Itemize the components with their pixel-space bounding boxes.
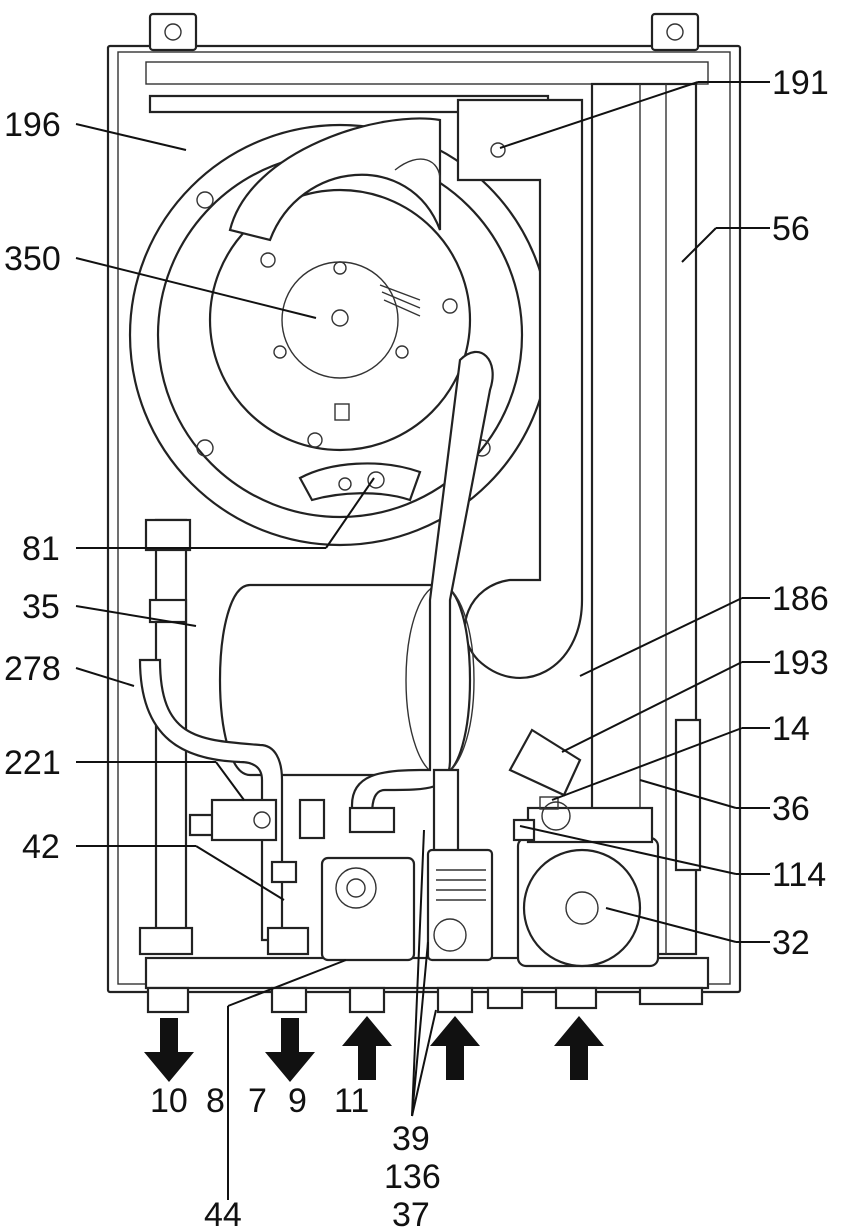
label-14: 14	[772, 710, 810, 748]
bottom-connectors	[146, 986, 704, 1014]
flow-arrows	[144, 1016, 604, 1082]
arrow-down-9	[265, 1018, 315, 1082]
label-39: 39	[392, 1120, 430, 1158]
label-42: 42	[22, 828, 60, 866]
label-193: 193	[772, 644, 829, 682]
valves	[138, 798, 396, 956]
label-32: 32	[772, 924, 810, 962]
label-191: 191	[772, 64, 829, 102]
label-196: 196	[4, 106, 61, 144]
label-81: 81	[22, 530, 60, 568]
label-35: 35	[22, 588, 60, 626]
label-350: 350	[4, 240, 61, 278]
label-221: 221	[4, 744, 61, 782]
label-186: 186	[772, 580, 829, 618]
arrow-down-10	[144, 1018, 194, 1082]
label-56: 56	[772, 210, 810, 248]
label-9: 9	[288, 1082, 307, 1120]
arrow-up-11	[342, 1016, 392, 1080]
number-labels: 196 350 81 35 278 221 42 191 56 186 193 …	[4, 64, 829, 1231]
label-8: 8	[206, 1082, 225, 1120]
heat-exchanger-assembly	[128, 94, 552, 547]
label-10: 10	[150, 1082, 188, 1120]
label-7: 7	[248, 1082, 267, 1120]
label-114: 114	[772, 856, 826, 894]
arrow-up-37	[430, 1016, 480, 1080]
label-136: 136	[384, 1158, 441, 1196]
leader-lines	[75, 81, 770, 1200]
label-44: 44	[204, 1196, 242, 1231]
flue-pipe	[456, 98, 584, 679]
label-11: 11	[334, 1082, 369, 1120]
label-278: 278	[4, 650, 61, 688]
label-36: 36	[772, 790, 810, 828]
arrow-up-gas	[554, 1016, 604, 1080]
label-37: 37	[392, 1196, 430, 1231]
pump-diverter	[320, 848, 494, 962]
